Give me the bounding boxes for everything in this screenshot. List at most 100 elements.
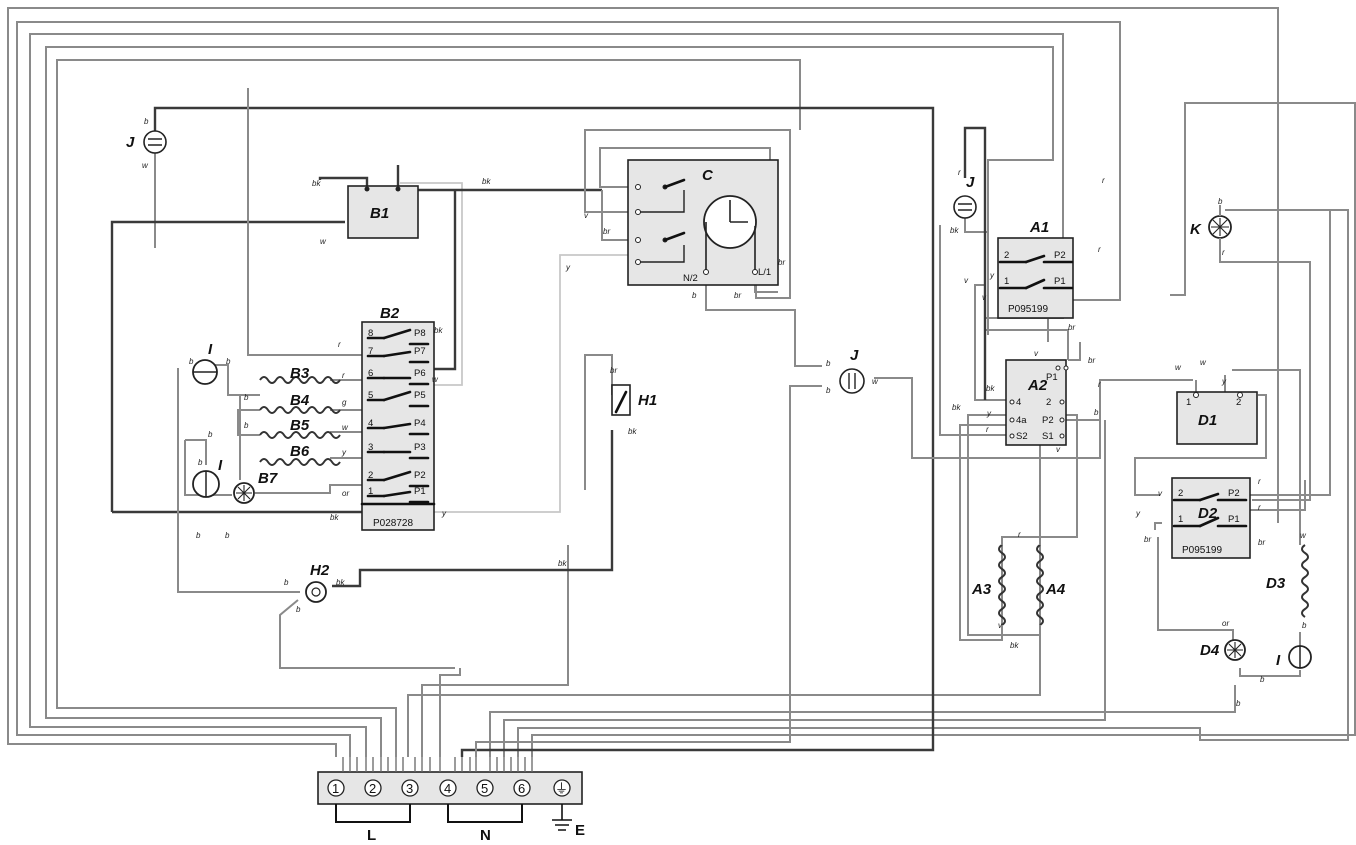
wire-code: v [998, 621, 1003, 630]
wire-code: y [986, 409, 992, 418]
heaters-a3-a4: A3 A4 [971, 536, 1066, 632]
a2-pin-p2: P2 [1042, 415, 1054, 426]
wire-code: b [1260, 675, 1265, 684]
label-b1: B1 [370, 205, 389, 222]
a1-pin-p1: P1 [1054, 276, 1066, 287]
a2-pin-s1: S1 [1042, 431, 1054, 442]
label-c: C [702, 167, 714, 184]
b2-pin-left: 4 [368, 418, 373, 429]
b2-switch-blade [382, 390, 412, 402]
component-d1: 1 2 D1 [1176, 391, 1258, 445]
bus-label-e: E [575, 822, 585, 839]
b2-pin-right: P5 [414, 390, 426, 401]
terminal-number: 5 [481, 781, 488, 796]
heaters-b3-b6: B3 B4 B5 B6 [259, 365, 341, 466]
label-b3: B3 [290, 365, 310, 382]
wire-code: or [1222, 619, 1229, 628]
b2-pin-left: 6 [368, 368, 373, 379]
wire-code: v [1158, 489, 1163, 498]
wire-code: b [296, 605, 301, 614]
wire-code: b [144, 117, 149, 126]
wire-code: b [244, 421, 249, 430]
terminal-number: 1 [332, 781, 339, 796]
wire-code: b [284, 578, 289, 587]
label-h1: H1 [638, 392, 657, 409]
a2-pin-p1: P1 [1046, 372, 1058, 383]
component-a2: P1 4 4a S2 2 P2 S1 A2 [1005, 359, 1069, 446]
terminal-4 [439, 779, 457, 797]
wire-code: v [1056, 445, 1061, 454]
wire-code: r [1018, 530, 1021, 539]
wire-code: w [342, 423, 349, 432]
capacitor-j-right: J [953, 174, 977, 219]
capacitor-j-center: J [839, 347, 865, 394]
wire-code: bk [628, 427, 637, 436]
wire-code: b [692, 291, 697, 300]
a2-pin-2: 2 [1046, 397, 1051, 408]
label-h2: H2 [310, 562, 330, 579]
b2-pin-left: 3 [368, 442, 373, 453]
label-k: K [1190, 221, 1202, 238]
wire-code: g [342, 398, 347, 407]
wire-code: r [1222, 248, 1225, 257]
wire-code: bk [986, 384, 995, 393]
label-i-upper: I [208, 341, 213, 358]
wire-code: bk [482, 177, 491, 186]
d2-blade [1198, 492, 1220, 502]
b2-part-code: P028728 [373, 518, 413, 529]
wire-code: br [603, 227, 610, 236]
wire-code: bk [330, 513, 339, 522]
wire-code: br [1068, 323, 1075, 332]
wire-code: y [441, 509, 447, 518]
wire-code: y [1221, 377, 1227, 386]
wire-code: bk [558, 559, 567, 568]
right-section-wiring [874, 126, 1331, 677]
wire-code: v [964, 276, 969, 285]
a1-blade [1024, 254, 1046, 264]
wire-code: bk [434, 326, 443, 335]
b2-switch-blade [382, 470, 412, 482]
wire-code: v [982, 293, 987, 302]
a2-pin-s2: S2 [1016, 431, 1028, 442]
wire-code: r [958, 168, 961, 177]
capacitor-j-left: J [126, 130, 167, 154]
label-b4: B4 [290, 392, 310, 409]
wire-code: bk [952, 403, 961, 412]
label-a4: A4 [1045, 581, 1066, 598]
b2-pin-right: P8 [414, 328, 426, 339]
d2-pin-1: 1 [1178, 514, 1183, 525]
a1-part-code: P095199 [1008, 304, 1048, 315]
component-b1: B1 [347, 185, 419, 239]
wire-code: r [338, 340, 341, 349]
wire-code: or [342, 489, 349, 498]
label-j-center: J [850, 347, 859, 364]
a1-pin-1: 1 [1004, 276, 1009, 287]
b-section-wiring [110, 88, 632, 669]
wire-code: r [1098, 380, 1101, 389]
label-j-right: J [966, 174, 975, 191]
wire-code: y [341, 448, 347, 457]
d2-pin-2: 2 [1178, 488, 1183, 499]
terminal-5 [476, 779, 494, 797]
wire-code: w [432, 375, 439, 384]
label-b7: B7 [258, 470, 278, 487]
earth-symbol: ⏚ [555, 781, 568, 796]
terminal-1 [327, 779, 345, 797]
wire-code: b [1236, 699, 1241, 708]
wire-code: w [1200, 358, 1207, 367]
label-b5: B5 [290, 417, 310, 434]
b2-switch-blade [382, 350, 412, 358]
label-d2: D2 [1198, 505, 1218, 522]
wire-code: bk [1010, 641, 1019, 650]
lamp-right: I [1276, 645, 1312, 669]
wire-code: w [1175, 363, 1182, 372]
d2-blade [1198, 516, 1220, 528]
label-j-left: J [126, 134, 135, 151]
wire-code: y [1135, 509, 1141, 518]
wire-code: r [1102, 176, 1105, 185]
